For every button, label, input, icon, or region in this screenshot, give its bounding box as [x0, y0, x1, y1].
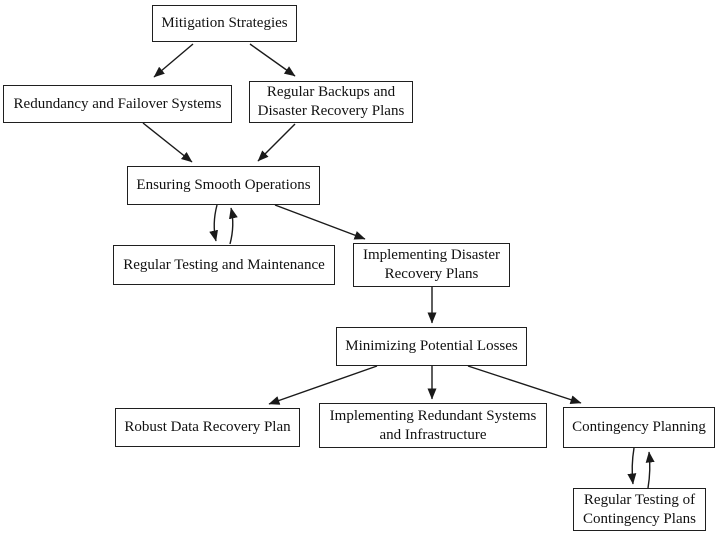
arrow-minimizing-losses-to-robust-recovery — [268, 365, 378, 405]
arrow-minimizing-losses-to-contingency — [467, 365, 582, 405]
node-redundancy-failover: Redundancy and Failover Systems — [3, 85, 232, 123]
node-minimizing-potential-losses: Minimizing Potential Losses — [336, 327, 527, 366]
arrow-regular-testing-to-smooth-operations — [229, 207, 238, 245]
node-robust-data-recovery: Robust Data Recovery Plan — [115, 408, 300, 447]
node-regular-testing-maintenance: Regular Testing and Maintenance — [113, 245, 335, 285]
node-mitigation-strategies: Mitigation Strategies — [152, 5, 297, 42]
arrow-mitigation-to-backups — [249, 43, 296, 77]
arrow-smooth-operations-to-implementing-drp — [274, 204, 366, 240]
node-ensuring-smooth-operations: Ensuring Smooth Operations — [127, 166, 320, 205]
node-implementing-redundant-systems: Implementing Redundant Systems and Infra… — [319, 403, 547, 448]
node-regular-backups: Regular Backups and Disaster Recovery Pl… — [249, 81, 413, 123]
node-contingency-planning: Contingency Planning — [563, 407, 715, 448]
arrow-mitigation-to-redundancy — [153, 43, 194, 78]
node-regular-testing-contingency: Regular Testing of Contingency Plans — [573, 488, 706, 531]
arrow-regular-testing-contingency-to-contingency — [645, 451, 655, 489]
node-implementing-disaster-recovery: Implementing Disaster Recovery Plans — [353, 243, 510, 287]
arrow-backups-to-smooth-operations — [257, 123, 296, 162]
arrow-smooth-operations-to-regular-testing — [209, 204, 218, 242]
arrow-redundancy-to-smooth-operations — [142, 122, 193, 163]
arrow-contingency-to-regular-testing-contingency — [627, 447, 637, 485]
